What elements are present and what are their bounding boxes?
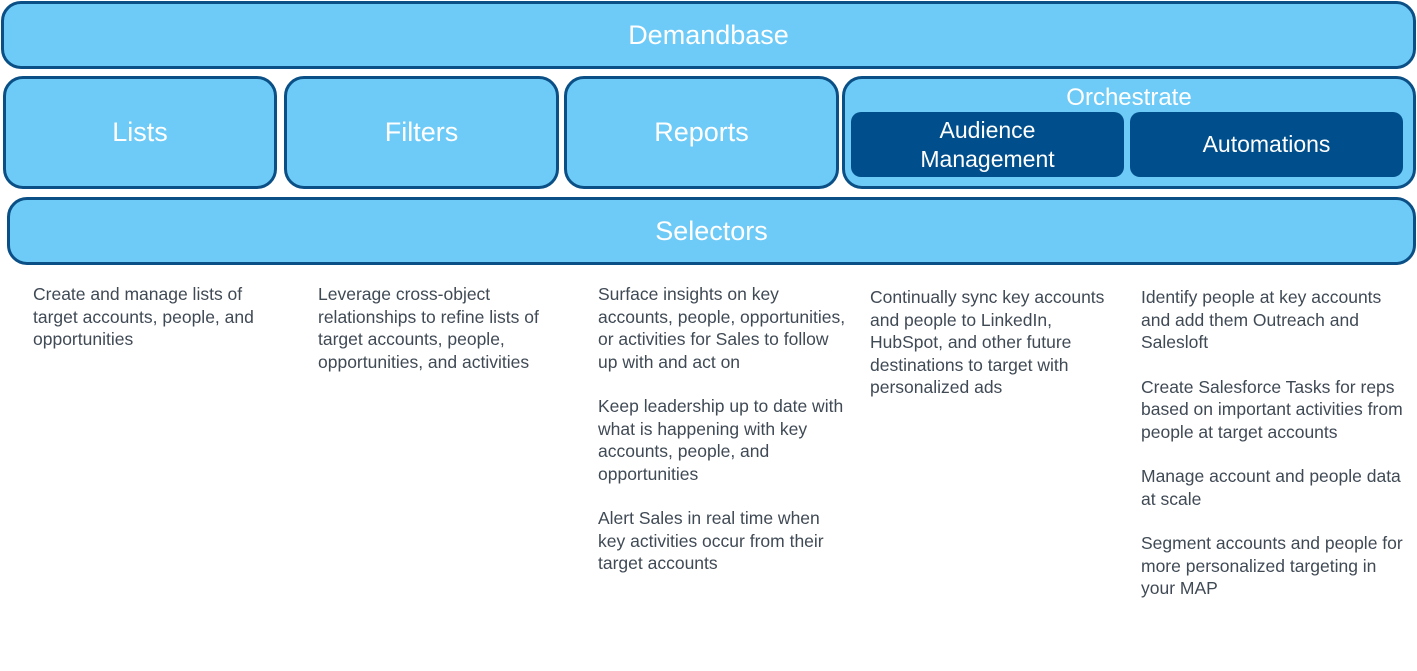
- filters-box: Filters: [284, 76, 559, 189]
- lists-label: Lists: [112, 117, 168, 147]
- description-item: Create and manage lists of target accoun…: [33, 284, 254, 349]
- filters-description: Leverage cross-object relationships to r…: [318, 283, 558, 395]
- selectors-bar: Selectors: [7, 197, 1416, 265]
- description-item: Continually sync key accounts and people…: [870, 287, 1105, 397]
- automations-description: Identify people at key accounts and add …: [1141, 286, 1403, 622]
- audience-management-description: Continually sync key accounts and people…: [870, 286, 1122, 421]
- description-item: Surface insights on key accounts, people…: [598, 284, 846, 372]
- selectors-label: Selectors: [655, 215, 768, 246]
- description-item: Manage account and people data at scale: [1141, 466, 1401, 509]
- automations-label: Automations: [1202, 131, 1331, 157]
- filters-label: Filters: [384, 117, 459, 147]
- description-item: Alert Sales in real time when key activi…: [598, 508, 824, 573]
- demandbase-bar: Demandbase: [1, 1, 1416, 69]
- automations-box: Automations: [1130, 112, 1403, 177]
- reports-label: Reports: [654, 117, 749, 147]
- reports-box: Reports: [564, 76, 839, 189]
- audience-management-label: Audience Management: [920, 116, 1055, 172]
- description-item: Identify people at key accounts and add …: [1141, 287, 1382, 352]
- description-item: Segment accounts and people for more per…: [1141, 533, 1403, 598]
- description-item: Create Salesforce Tasks for reps based o…: [1141, 376, 1403, 442]
- lists-description: Create and manage lists of target accoun…: [33, 283, 288, 373]
- lists-box: Lists: [3, 76, 277, 189]
- reports-description: Surface insights on key accounts, people…: [598, 283, 846, 597]
- description-item: Keep leadership up to date with what is …: [598, 396, 844, 484]
- demandbase-label: Demandbase: [628, 19, 789, 50]
- description-item: Leverage cross-object relationships to r…: [318, 284, 539, 372]
- audience-management-box: Audience Management: [851, 112, 1124, 177]
- orchestrate-label: Orchestrate: [1066, 84, 1192, 111]
- orchestrate-box: Orchestrate Audience Management Automati…: [842, 76, 1416, 189]
